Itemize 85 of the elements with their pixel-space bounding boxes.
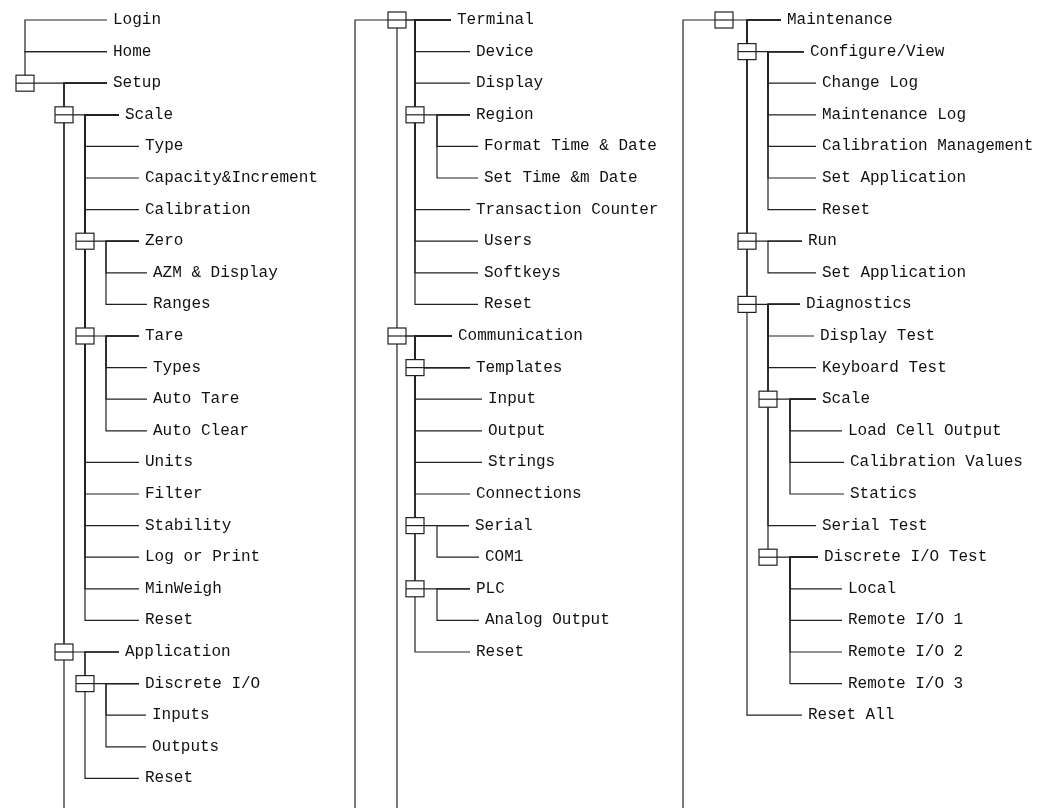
menu-item: Reset (484, 294, 532, 315)
menu-item: Outputs (152, 736, 220, 757)
menu-item: Softkeys (484, 262, 561, 283)
menu-item: Terminal (457, 10, 534, 30)
menu-item: Reset (822, 199, 870, 220)
menu-item: Types (153, 357, 201, 378)
menu-item: Remote I/O 1 (848, 610, 964, 631)
menu-item: AZM & Display (153, 262, 278, 283)
menu-item: Format Time & Date (484, 136, 657, 157)
menu-item: Maintenance Log (822, 104, 967, 125)
menu-item: MinWeigh (145, 578, 222, 599)
menu-item: Serial (475, 515, 533, 536)
tree-connector (63, 82, 108, 808)
menu-item: Discrete I/O (145, 673, 261, 694)
menu-item: Calibration Values (850, 452, 1023, 473)
tree-connector (105, 240, 148, 305)
menu-item: Analog Output (485, 610, 610, 631)
tree-connector (84, 651, 140, 779)
menu-item: Auto Tare (153, 389, 240, 410)
menu-item: Capacity&Increment (145, 168, 318, 188)
menu-item: Inputs (152, 705, 210, 726)
menu-item: Remote I/O 2 (848, 642, 964, 662)
menu-item: Type (145, 136, 184, 157)
menu-item: Maintenance (787, 10, 893, 30)
tree-connector (414, 367, 483, 463)
menu-item: Remote I/O 3 (848, 673, 964, 694)
menu-item: Set Application (822, 262, 967, 283)
menu-item: Region (476, 104, 534, 125)
menu-item: Reset (476, 642, 524, 662)
menu-item: Output (488, 420, 546, 441)
menu-item: Change Log (822, 73, 918, 94)
menu-item: Setup (113, 73, 161, 94)
menu-item: Login (113, 10, 161, 30)
menu-item: Reset All (808, 705, 895, 726)
menu-item: Units (145, 452, 193, 473)
tree-connector (789, 398, 845, 495)
tree-connector (105, 683, 147, 748)
menu-item: Tare (145, 326, 184, 346)
menu-item: Statics (850, 484, 918, 504)
menu-item: Home (113, 41, 152, 62)
menu-item: Filter (145, 484, 203, 504)
menu-item: Run (808, 231, 837, 252)
menu-item: Communication (458, 326, 583, 346)
menu-item: Connections (476, 484, 582, 504)
menu-item: Stability (145, 515, 232, 536)
menu-item: Transaction Counter (476, 199, 659, 220)
menu-item: Serial Test (822, 515, 928, 536)
menu-item: Calibration (145, 199, 251, 220)
tree-connector (436, 525, 480, 558)
menu-item: Auto Clear (153, 420, 249, 441)
menu-item: Diagnostics (806, 294, 912, 315)
tree-connector (746, 19, 803, 716)
menu-item: Strings (488, 452, 556, 473)
menu-item: Reset (145, 768, 193, 789)
menu-item: Ranges (153, 294, 211, 315)
menu-item: Scale (125, 104, 173, 125)
tree-connector (436, 588, 480, 621)
tree-connector (24, 19, 108, 53)
menu-item: Display (476, 73, 544, 94)
menu-item: Display Test (820, 326, 936, 346)
menu-item: Device (476, 41, 534, 62)
menu-item: Keyboard Test (822, 357, 947, 378)
tree-connector (436, 114, 479, 179)
menu-item: Zero (145, 231, 184, 252)
menu-item: COM1 (485, 547, 524, 568)
menu-item: Templates (476, 357, 563, 378)
menu-item: Input (488, 389, 536, 410)
menu-item: Users (484, 231, 532, 252)
menu-item: Log or Print (145, 547, 261, 568)
menu-item: Set Application (822, 168, 967, 188)
menu-item: PLC (476, 578, 505, 599)
menu-item: Set Time &m Date (484, 168, 638, 188)
menu-item: Scale (822, 389, 870, 410)
tree-connector (789, 556, 843, 685)
menu-item: Reset (145, 610, 193, 631)
menu-item: Discrete I/O Test (824, 547, 988, 568)
tree-connector (105, 335, 148, 432)
tree-connector (767, 51, 817, 211)
menu-item: Local (848, 578, 896, 599)
menu-item: Configure/View (810, 41, 945, 62)
tree-connector (24, 51, 108, 84)
menu-item: Load Cell Output (848, 420, 1002, 441)
tree-connector (767, 240, 817, 274)
menu-item: Calibration Management (822, 136, 1034, 157)
menu-item: Application (125, 642, 231, 662)
